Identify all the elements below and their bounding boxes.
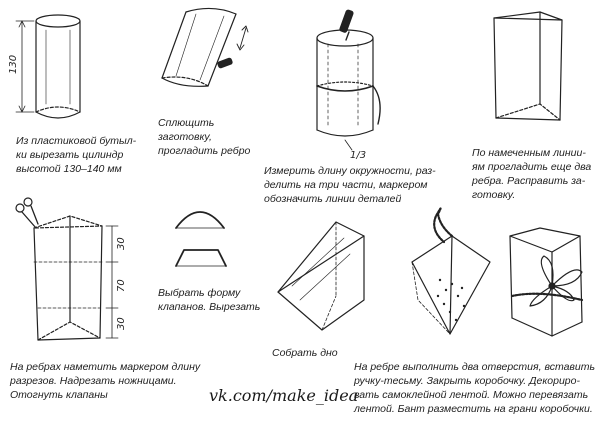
handle-cord-icon [433,207,454,244]
marker-icon [217,57,233,69]
step-8-dots [436,278,466,322]
step-8-caption: На ребре выполнить два отверстия, встави… [354,361,596,415]
step-3-mark: 1/3 [350,150,366,161]
step-3-caption: Измерить длину окружности, раз- делить н… [264,165,436,205]
step-5-valves [175,211,227,267]
step-1-cylinder [15,14,81,119]
step-1-caption: Из пластиковой бутыл- ки вырезать цилинд… [16,135,137,175]
step-7-bottom [277,221,365,331]
step-5-caption: Выбрать форму клапанов. Вырезать [158,287,261,313]
bow-icon [529,255,583,307]
step-6-caption: На ребрах наметить маркером длину разрез… [10,361,201,401]
step-4-caption: По намеченным линии- ям прогладить еще д… [472,147,592,201]
step-8-box-handle [411,235,491,335]
marker-icon [339,9,354,41]
step-6-dim-top: 30 [116,237,127,250]
step-1-dimension: 130 [8,55,19,74]
step-7-caption: Собрать дно [272,347,338,359]
watermark-link: vk.com/make_idea [209,386,359,405]
step-8-box-bow [509,227,584,337]
step-2-flattened [161,7,249,87]
step-3-measure [316,29,381,151]
step-4-prism [493,11,563,121]
step-6-prism-cuts [33,215,119,341]
step-6-dim-middle: 70 [116,279,127,292]
scissors-icon [15,197,39,229]
step-2-caption: Сплющить заготовку, прогладить ребро [158,117,251,157]
step-6-dim-bottom: 30 [116,317,127,330]
